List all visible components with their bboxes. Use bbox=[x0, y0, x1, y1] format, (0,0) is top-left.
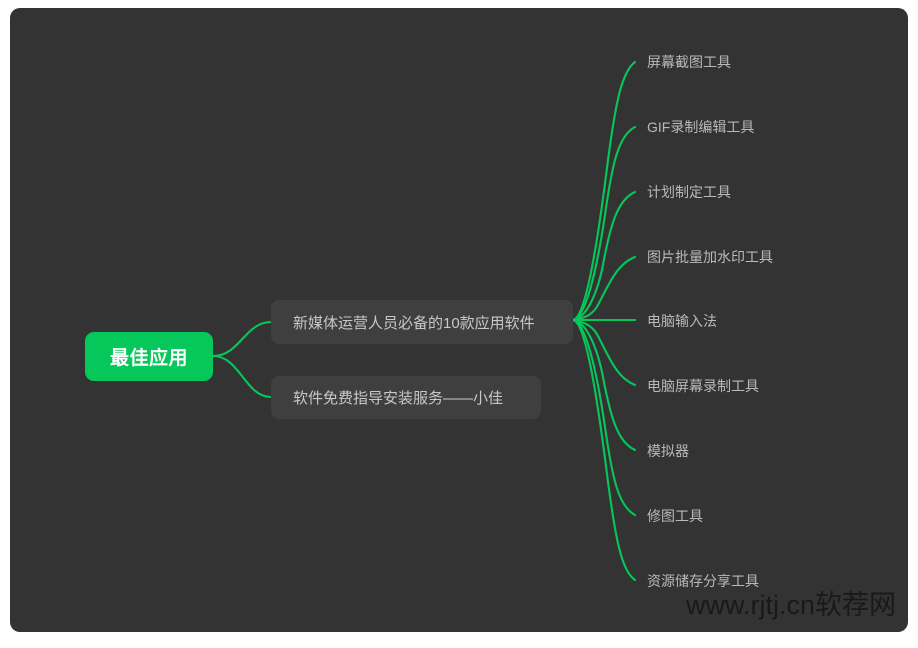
mindmap-node-root[interactable]: 最佳应用 bbox=[85, 332, 213, 381]
leaf-node-label: 电脑屏幕录制工具 bbox=[647, 378, 759, 394]
mindmap-node-branch-1[interactable]: 软件免费指导安装服务——小佳 bbox=[271, 376, 541, 419]
mindmap-node-branch-0[interactable]: 新媒体运营人员必备的10款应用软件 bbox=[271, 300, 573, 344]
mindmap-node-leaf-7[interactable]: 修图工具 bbox=[647, 505, 703, 527]
leaf-node-label: 计划制定工具 bbox=[647, 184, 731, 200]
site-watermark: www.rjtj.cn软荐网 bbox=[686, 590, 897, 620]
leaf-node-label: 修图工具 bbox=[647, 508, 703, 524]
root-node-label: 最佳应用 bbox=[109, 348, 188, 369]
mindmap-node-leaf-5[interactable]: 电脑屏幕录制工具 bbox=[647, 375, 759, 397]
mindmap-node-leaf-4[interactable]: 电脑输入法 bbox=[647, 310, 717, 332]
mindmap-node-leaf-8[interactable]: 资源储存分享工具 bbox=[647, 570, 759, 592]
leaf-node-label: 图片批量加水印工具 bbox=[647, 249, 773, 265]
leaf-node-label: 电脑输入法 bbox=[647, 313, 717, 329]
mindmap-node-leaf-3[interactable]: 图片批量加水印工具 bbox=[647, 246, 773, 268]
leaf-node-label: GIF录制编辑工具 bbox=[647, 119, 755, 135]
mindmap-node-leaf-0[interactable]: 屏幕截图工具 bbox=[647, 51, 731, 73]
leaf-node-label: 资源储存分享工具 bbox=[647, 573, 759, 589]
mindmap-node-leaf-6[interactable]: 模拟器 bbox=[647, 440, 689, 462]
leaf-node-label: 屏幕截图工具 bbox=[647, 54, 731, 70]
branch-node-label: 新媒体运营人员必备的10款应用软件 bbox=[293, 314, 535, 332]
leaf-node-label: 模拟器 bbox=[647, 443, 689, 459]
branch-node-label: 软件免费指导安装服务——小佳 bbox=[293, 390, 504, 407]
mindmap-node-leaf-2[interactable]: 计划制定工具 bbox=[647, 181, 731, 203]
mindmap-node-leaf-1[interactable]: GIF录制编辑工具 bbox=[647, 116, 754, 138]
